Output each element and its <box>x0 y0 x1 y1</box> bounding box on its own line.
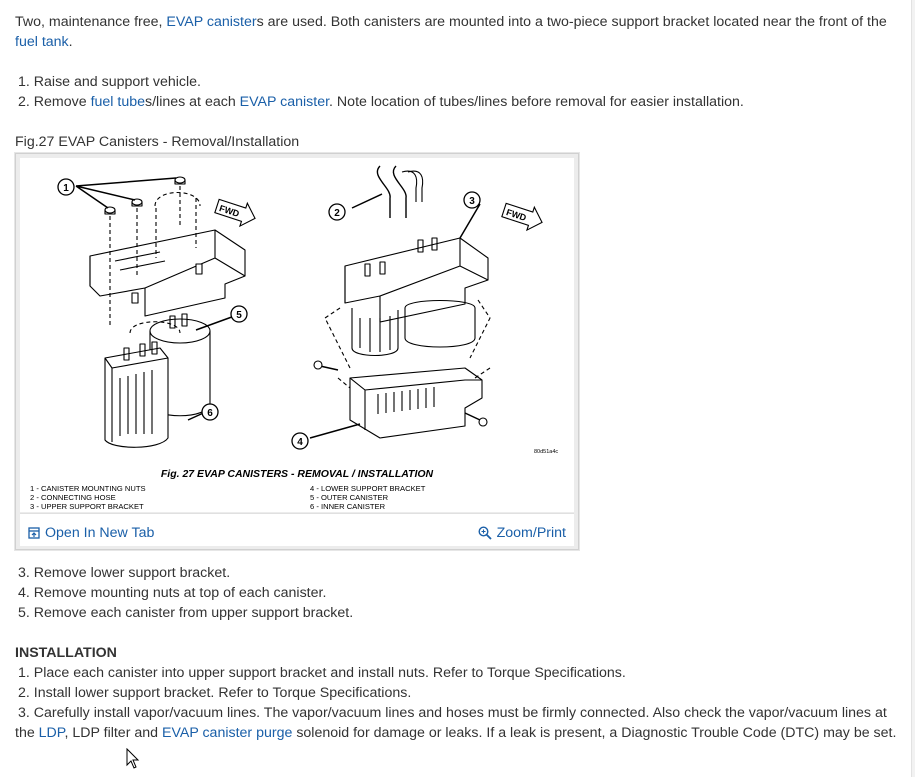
step-text: s/lines at each <box>145 94 240 110</box>
step-4: 4. Remove mounting nuts at top of each c… <box>18 583 900 603</box>
figure-caption: Fig.27 EVAP Canisters - Removal/Installa… <box>15 134 300 150</box>
upper-bracket-left <box>89 229 246 317</box>
step-text: Place each canister into upper support b… <box>33 665 626 681</box>
step-3: 3. Remove lower support bracket. <box>18 563 900 583</box>
evap-canister-purge-link[interactable]: EVAP canister purge <box>161 725 293 741</box>
step-number: 1. <box>18 74 30 90</box>
legend-item: 2 - CONNECTING HOSE <box>30 493 116 502</box>
legend-item: 1 - CANISTER MOUNTING NUTS <box>30 484 146 493</box>
fuel-tank-link[interactable]: fuel tank <box>15 34 69 50</box>
step-text: Remove mounting nuts at top of each cani… <box>33 585 327 601</box>
figure-image[interactable]: FWD FWD 1 2 3 4 5 <box>20 158 574 512</box>
article-content: Two, maintenance free, EVAP canisters ar… <box>15 12 900 743</box>
open-in-new-tab-label: Open In New Tab <box>45 525 155 541</box>
step-5: 5. Remove each canister from upper suppo… <box>18 603 900 623</box>
step-number: 3. <box>18 705 30 721</box>
step-text: Remove lower support bracket. <box>33 565 231 581</box>
evap-canister-link[interactable]: EVAP canister <box>239 94 330 110</box>
step-2: 2. Remove fuel tubes/lines at each EVAP … <box>18 92 900 112</box>
callout-6: 6 <box>207 408 213 419</box>
intro-text: Two, maintenance free, <box>15 14 167 30</box>
evap-canister-link[interactable]: EVAP canister <box>166 14 257 30</box>
step-number: 2. <box>18 94 30 110</box>
connecting-hose <box>376 165 391 218</box>
install-step-2: 2. Install lower support bracket. Refer … <box>18 683 900 703</box>
step-text: . Note location of tubes/lines before re… <box>329 94 744 110</box>
fuel-tube-link[interactable]: fuel tube <box>90 94 146 110</box>
scrollbar[interactable] <box>911 0 915 777</box>
step-text: Remove each canister from upper support … <box>33 605 354 621</box>
legend-item: 3 - UPPER SUPPORT BRACKET <box>30 502 144 511</box>
intro-text: s are used. Both canisters are mounted i… <box>256 14 887 30</box>
step-text: Carefully install vapor/vacuum lines. Th… <box>15 705 887 741</box>
step-text: solenoid for damage or leaks. If a leak … <box>292 725 897 741</box>
callout-2: 2 <box>334 208 340 219</box>
callout-5: 5 <box>236 310 242 321</box>
callout-1: 1 <box>63 183 69 194</box>
intro-paragraph: Two, maintenance free, EVAP canisters ar… <box>15 12 900 52</box>
figure-container: FWD FWD 1 2 3 4 5 <box>15 153 579 550</box>
step-text: , LDP filter and <box>64 725 162 741</box>
figure-toolbar: Open In New Tab Zoom/Print <box>20 513 574 546</box>
install-step-1: 1. Place each canister into upper suppor… <box>18 663 900 683</box>
lower-bracket-right <box>349 367 483 439</box>
upper-bracket-right <box>344 237 489 323</box>
ldp-link[interactable]: LDP <box>38 725 65 741</box>
step-number: 2. <box>18 685 30 701</box>
open-in-new-tab-button[interactable]: Open In New Tab <box>28 523 154 543</box>
step-number: 5. <box>18 605 30 621</box>
legend-item: 6 - INNER CANISTER <box>310 502 386 511</box>
step-text: Install lower support bracket. Refer to … <box>33 685 412 701</box>
zoom-icon <box>478 526 492 540</box>
step-number: 1. <box>18 665 30 681</box>
step-number: 4. <box>18 585 30 601</box>
fwd-arrow-left-icon: FWD <box>214 198 256 228</box>
legend-item: 4 - LOWER SUPPORT BRACKET <box>310 484 426 493</box>
step-number: 3. <box>18 565 30 581</box>
callout-4: 4 <box>297 437 303 448</box>
install-step-3: 3. Carefully install vapor/vacuum lines.… <box>15 703 900 743</box>
open-new-tab-icon <box>28 527 40 539</box>
zoom-print-label: Zoom/Print <box>496 525 566 541</box>
mouse-cursor-icon <box>126 748 140 769</box>
zoom-print-button[interactable]: Zoom/Print <box>478 523 566 543</box>
installation-heading: INSTALLATION <box>15 645 117 661</box>
step-text: Raise and support vehicle. <box>33 74 201 90</box>
legend-item: 5 - OUTER CANISTER <box>310 493 389 502</box>
figure-inner-title: Fig. 27 EVAP CANISTERS - REMOVAL / INSTA… <box>161 468 434 480</box>
step-text: Remove <box>33 94 91 110</box>
fwd-arrow-right-icon: FWD <box>501 202 543 232</box>
intro-text: . <box>68 34 73 50</box>
callout-3: 3 <box>469 196 475 207</box>
figure-code: 80d51a4c <box>534 449 558 455</box>
step-1: 1. Raise and support vehicle. <box>18 72 900 92</box>
